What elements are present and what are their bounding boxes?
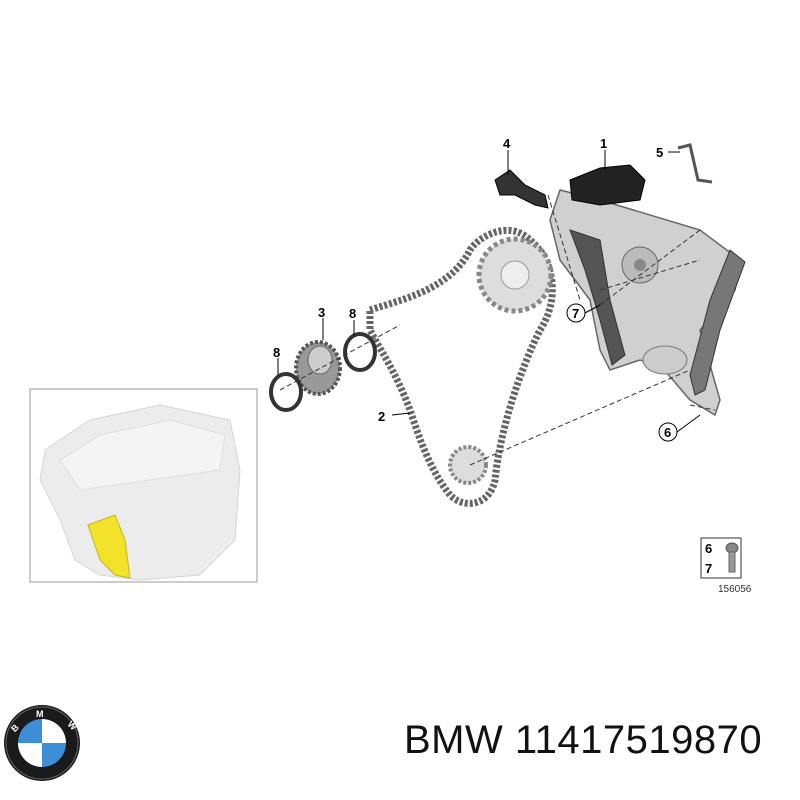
ring-left xyxy=(269,372,303,412)
callout-8-right: 8 xyxy=(349,306,356,321)
engine-inset xyxy=(29,388,258,583)
legend-item-7: 7 xyxy=(705,561,712,576)
pin xyxy=(677,143,713,184)
bmw-logo: M B W xyxy=(4,705,80,781)
tensioner-grip xyxy=(494,169,549,209)
callout-leaders xyxy=(277,150,701,433)
legend-item-6: 6 xyxy=(705,541,712,556)
crankshaft-sprocket xyxy=(448,445,488,485)
bolt-legend-box: 6 7 156056 xyxy=(700,537,752,595)
timing-chain xyxy=(366,226,556,507)
callout-2: 2 xyxy=(378,409,385,424)
callout-5: 5 xyxy=(656,145,663,160)
callout-7: 7 xyxy=(572,306,579,321)
timing-chain-guide-assembly xyxy=(549,164,746,417)
legend-code: 156056 xyxy=(718,584,752,595)
callout-1: 1 xyxy=(600,136,607,151)
callout-3: 3 xyxy=(318,305,325,320)
callout-8-left: 8 xyxy=(273,345,280,360)
part-title: BMW 11417519870 xyxy=(404,718,763,762)
callout-6: 6 xyxy=(664,425,671,440)
highlighted-part xyxy=(87,514,131,579)
callout-4: 4 xyxy=(503,136,511,151)
svg-text:M: M xyxy=(36,709,44,719)
ring-right xyxy=(343,332,377,372)
assembly-lines xyxy=(279,194,716,466)
sprocket xyxy=(294,340,342,396)
